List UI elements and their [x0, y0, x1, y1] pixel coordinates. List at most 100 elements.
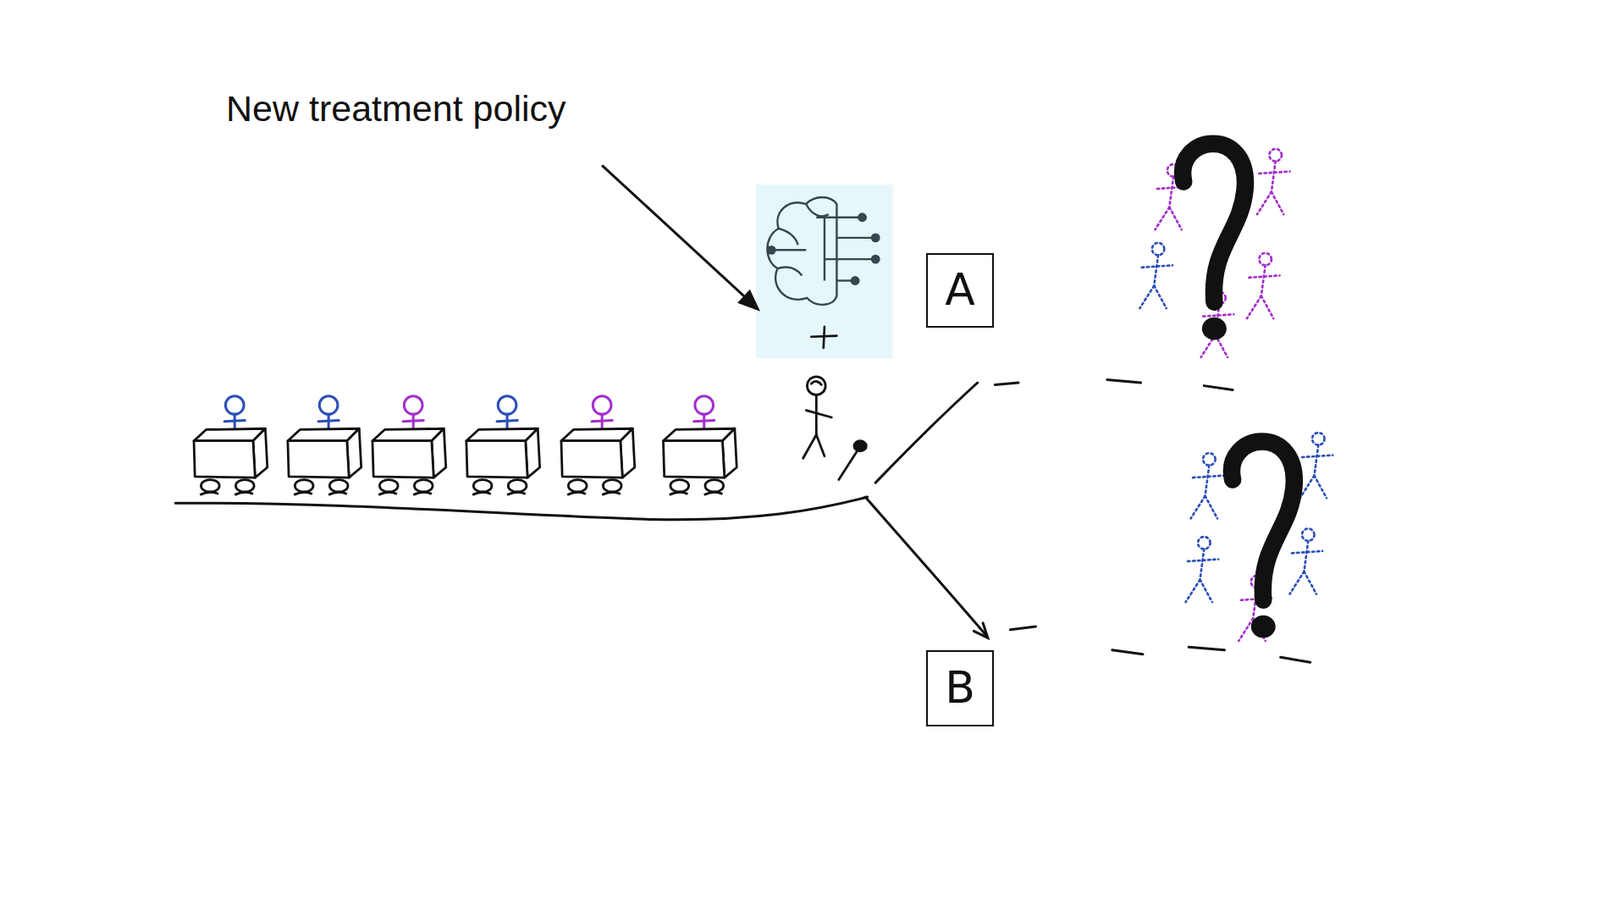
dotted-figure	[1139, 242, 1173, 309]
figure-leg	[1191, 496, 1206, 519]
rider-arms	[402, 420, 424, 422]
question-curve	[1182, 143, 1246, 303]
question-dot	[1202, 317, 1227, 341]
figure-leg	[1290, 571, 1305, 595]
figure-leg	[1169, 207, 1181, 231]
cart-body	[561, 428, 635, 495]
wheel-base	[704, 491, 723, 495]
figure-leg	[1246, 296, 1262, 320]
cart-wheel	[235, 480, 254, 492]
trolley-cart	[662, 396, 737, 496]
trolley-cart	[287, 396, 362, 496]
rider-head	[695, 396, 714, 415]
figure-leg	[1186, 579, 1201, 603]
cart-body	[193, 428, 268, 495]
dotted-figure	[1257, 148, 1291, 215]
callout-label: New treatment policy	[226, 88, 567, 130]
figure-leg	[1238, 617, 1253, 641]
figure-body	[1303, 540, 1308, 572]
main-track	[175, 496, 867, 520]
figure-head	[1312, 432, 1325, 445]
rider-arms	[224, 420, 245, 422]
cart-wheel	[329, 480, 348, 492]
trolley-cart	[466, 396, 541, 496]
figure-leg	[1205, 496, 1218, 519]
rider-head	[403, 396, 423, 415]
figure-leg	[1261, 296, 1274, 320]
trolley-cart	[193, 396, 268, 496]
circuit-dot	[871, 254, 881, 265]
label-box: A	[926, 253, 994, 328]
branch-letter: B	[944, 663, 976, 712]
wheel-base	[472, 491, 492, 495]
figure-head	[1197, 536, 1210, 549]
circuit-line	[771, 248, 806, 251]
question-mark	[1182, 143, 1246, 341]
track-dash	[1203, 386, 1233, 391]
wheel-base	[669, 491, 689, 495]
rider-arms	[318, 420, 339, 422]
lever-knob	[854, 441, 867, 452]
track-dash	[994, 382, 1019, 385]
track-dash	[1112, 650, 1143, 655]
wheel-base	[328, 491, 348, 495]
dotted-figure	[1246, 253, 1280, 319]
figure-head	[1202, 452, 1215, 465]
dotted-figure	[1300, 432, 1334, 498]
cart-wheel	[568, 480, 587, 492]
figure-leg	[1154, 207, 1170, 231]
figure-leg	[1271, 192, 1284, 216]
lever-stick	[838, 451, 858, 480]
figure-body	[1200, 548, 1205, 580]
figure-head	[1152, 242, 1165, 255]
track-dash	[1107, 379, 1142, 383]
arrowhead	[737, 289, 761, 312]
cart-wheel	[602, 480, 622, 492]
figure-arms	[1192, 475, 1224, 478]
wheel-base	[601, 491, 621, 495]
figure-body	[1153, 254, 1159, 286]
wheel-base	[567, 491, 586, 495]
lower-branch	[865, 496, 986, 635]
cart-wheel	[670, 480, 690, 492]
track-dash	[1280, 656, 1311, 663]
track-dash	[1188, 646, 1225, 651]
leader-arrow	[601, 165, 745, 296]
figure-leg	[1257, 192, 1272, 216]
wheel-base	[293, 491, 313, 495]
ai-panel	[755, 184, 894, 359]
cart-body	[372, 428, 447, 495]
track	[175, 379, 1310, 663]
figure-body	[1169, 176, 1174, 208]
figure-leg	[1303, 571, 1316, 595]
figure-arms	[1258, 171, 1290, 174]
figure-leg	[1153, 286, 1166, 309]
cart-front	[287, 441, 349, 478]
figure-body	[1205, 465, 1210, 497]
brain-fold	[777, 204, 828, 276]
rider-arms	[591, 420, 613, 422]
cart-body	[466, 428, 541, 495]
rider-arms	[496, 420, 518, 422]
cart-wheel	[379, 480, 398, 492]
upper-branch	[875, 382, 978, 483]
figure-arms	[1248, 275, 1280, 277]
operator-leg	[816, 434, 825, 456]
dotted-figure	[1290, 528, 1324, 594]
plus-bar	[823, 326, 825, 348]
trolley-cart	[372, 396, 447, 496]
circuit-line	[836, 237, 876, 239]
figure-arms	[1142, 264, 1173, 267]
circuit-line	[823, 217, 826, 282]
cart-front	[662, 441, 724, 478]
cart-body	[662, 428, 737, 495]
figure-leg	[1314, 475, 1327, 499]
rider-arms	[694, 420, 715, 422]
wheel-base	[234, 491, 254, 495]
figure-head	[1268, 148, 1281, 161]
dotted-figure	[1186, 536, 1220, 602]
operator-arm	[805, 410, 832, 418]
operator-leg	[803, 434, 817, 458]
rider-head	[592, 396, 612, 415]
cart-front	[466, 441, 528, 478]
